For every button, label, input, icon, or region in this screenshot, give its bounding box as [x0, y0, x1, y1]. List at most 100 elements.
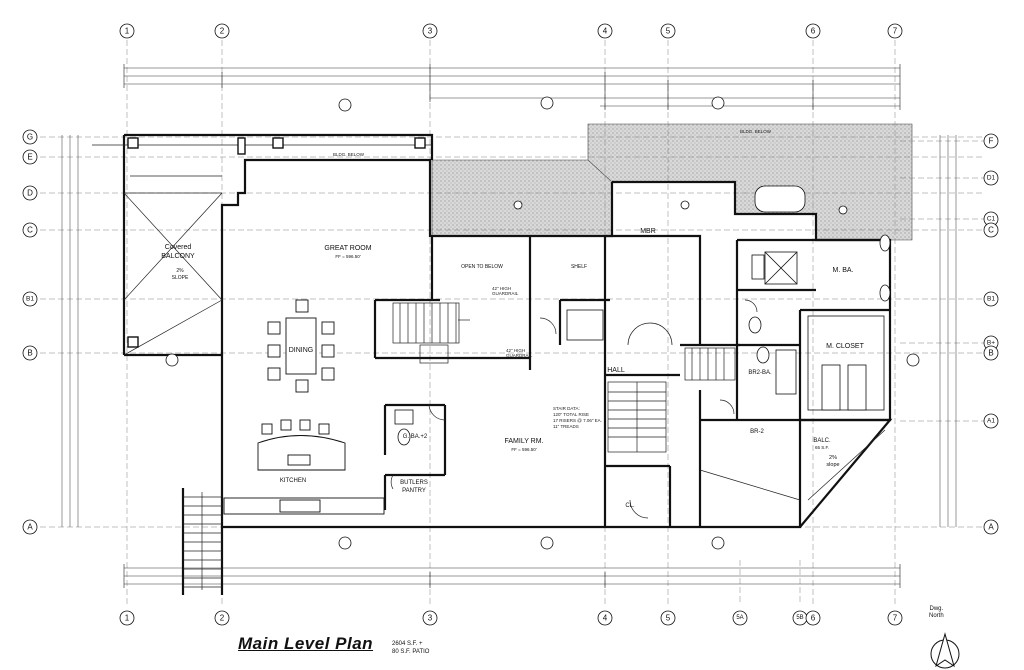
grid-label: 7 [893, 614, 898, 623]
guardrail-label: 42" HIGH [506, 348, 525, 353]
guardrail-label: 42" HIGH [492, 286, 511, 291]
m-ba-label: M. BA. [832, 267, 853, 274]
north-arrow-icon [930, 632, 960, 669]
kitchen-island [223, 419, 385, 515]
grid-label: C [988, 226, 994, 235]
balc-slope-label: slope [826, 462, 839, 468]
grid-label: 5B [796, 615, 803, 621]
stair-data-label: 11" TREADS [553, 424, 579, 429]
hall-stair [684, 347, 736, 381]
bldg-below-label: BLDG. BELOW [740, 129, 772, 134]
room-labels: Covered BALCONY 2% SLOPE GREAT ROOM FF =… [161, 129, 864, 509]
guardrail-label: GUARDRAIL [506, 353, 533, 358]
grid-label: 1 [125, 27, 130, 36]
mbr-label: MBR [640, 228, 656, 235]
covered-balcony-label: BALCONY [161, 253, 195, 260]
great-room-ff: FF = 596.50' [335, 254, 360, 259]
grid-label: G [27, 133, 33, 142]
stair-data-label: STAIR DATA: [553, 406, 580, 411]
hall-label: HALL [607, 367, 625, 374]
butlers-pantry-label: BUTLERS [400, 480, 428, 486]
north-label-line: North [929, 613, 944, 619]
kitchen-label: KITCHEN [280, 478, 306, 484]
north-label: Dwg. North [929, 606, 944, 620]
bath-fixtures [394, 185, 891, 446]
grid-label: 3 [428, 27, 433, 36]
grid-bubbles-right [983, 133, 999, 535]
grid-label: 2 [220, 614, 225, 623]
grid-label: A [988, 523, 994, 532]
stair-data-label: 17 RISERS @ 7.06" EA. [553, 418, 602, 423]
area-summary: 2604 S.F. + 80 S.F. PATIO [392, 640, 429, 656]
g-ba-label: G. BA.+2 [403, 434, 428, 440]
grid-label: 6 [811, 614, 816, 623]
grid-label: D1 [987, 175, 996, 182]
grid-label: F [989, 137, 994, 146]
plan-title: Main Level Plan [238, 634, 374, 653]
bldg-below-label: BLDG. BELOW [333, 152, 365, 157]
door-swings [390, 299, 758, 519]
closet-label: CL. [625, 503, 635, 509]
family-rm-ff: FF = 596.50' [511, 447, 536, 452]
grid-label: 4 [603, 614, 608, 623]
stair-data-label: 120" TOTAL RISE [553, 412, 589, 417]
covered-balcony-label: Covered [165, 244, 192, 251]
balc-label: BALC. [813, 438, 831, 444]
area-line: 80 S.F. PATIO [392, 649, 430, 655]
grid-labels-right: F D1 C1 C B1 B+ B A1 A [987, 137, 996, 532]
grid-bubbles-left [22, 129, 38, 535]
grid-label: 1 [125, 614, 130, 623]
main-stair [392, 302, 470, 364]
interior-walls [373, 234, 890, 527]
grid-label: C1 [987, 216, 996, 223]
dimension-ticks [123, 64, 901, 588]
grid-label: B [988, 349, 993, 358]
grid-bubbles-bottom [119, 610, 903, 626]
br2-label: BR-2 [750, 429, 764, 435]
balcony-posts [127, 137, 426, 348]
balc-area-label: 65 S.F. [815, 445, 829, 450]
dimension-lines [61, 67, 957, 585]
exterior-stair [181, 488, 224, 595]
grid-labels-bottom: 1 2 3 4 5 5A 5B 6 7 [125, 614, 898, 623]
grid-label: 7 [893, 27, 898, 36]
slope-label: SLOPE [172, 275, 189, 281]
butlers-pantry-label: PANTRY [402, 488, 426, 494]
grid-label: B1 [26, 296, 34, 303]
open-to-below-label: OPEN TO BELOW [461, 264, 503, 270]
grid-bubbles-top [119, 23, 903, 39]
grid-label: D [27, 189, 33, 198]
grid-label: 5A [736, 615, 743, 621]
area-line: 2604 S.F. + [392, 641, 423, 647]
grid-label: 5 [666, 614, 671, 623]
dining-table [267, 299, 335, 393]
slope-label: 2% [176, 268, 184, 274]
north-label-line: Dwg. [929, 606, 944, 612]
balc-slope-label: 2% [829, 455, 837, 461]
grid-label: B+ [987, 340, 995, 347]
grid-label: 5 [666, 27, 671, 36]
grid-label: E [27, 153, 32, 162]
shelf-label: SHELF [571, 264, 587, 270]
br2-ba-label: BR2-BA. [748, 370, 772, 376]
grid-label: 6 [811, 27, 816, 36]
balc-outline [699, 418, 893, 528]
grid-label: A1 [987, 418, 995, 425]
guardrail-label: GUARDRAIL [492, 291, 519, 296]
grid-label: 3 [428, 614, 433, 623]
grid-label: 2 [220, 27, 225, 36]
grid-label: A [27, 523, 33, 532]
family-stair [607, 381, 667, 453]
m-closet-label: M. CLOSET [826, 343, 864, 350]
grid-label: 4 [603, 27, 608, 36]
great-room-label: GREAT ROOM [324, 245, 371, 252]
dining-label: DINING [289, 347, 314, 354]
covered-balcony-outline [92, 133, 434, 357]
grid-labels-left: G E D C B1 B A [26, 133, 34, 532]
grid-label: C [27, 226, 33, 235]
grid-label: B [27, 349, 32, 358]
family-rm-label: FAMILY RM. [504, 438, 543, 445]
roof-below-left [431, 159, 613, 237]
grid-labels-top: 1 2 3 4 5 6 7 [125, 27, 898, 36]
